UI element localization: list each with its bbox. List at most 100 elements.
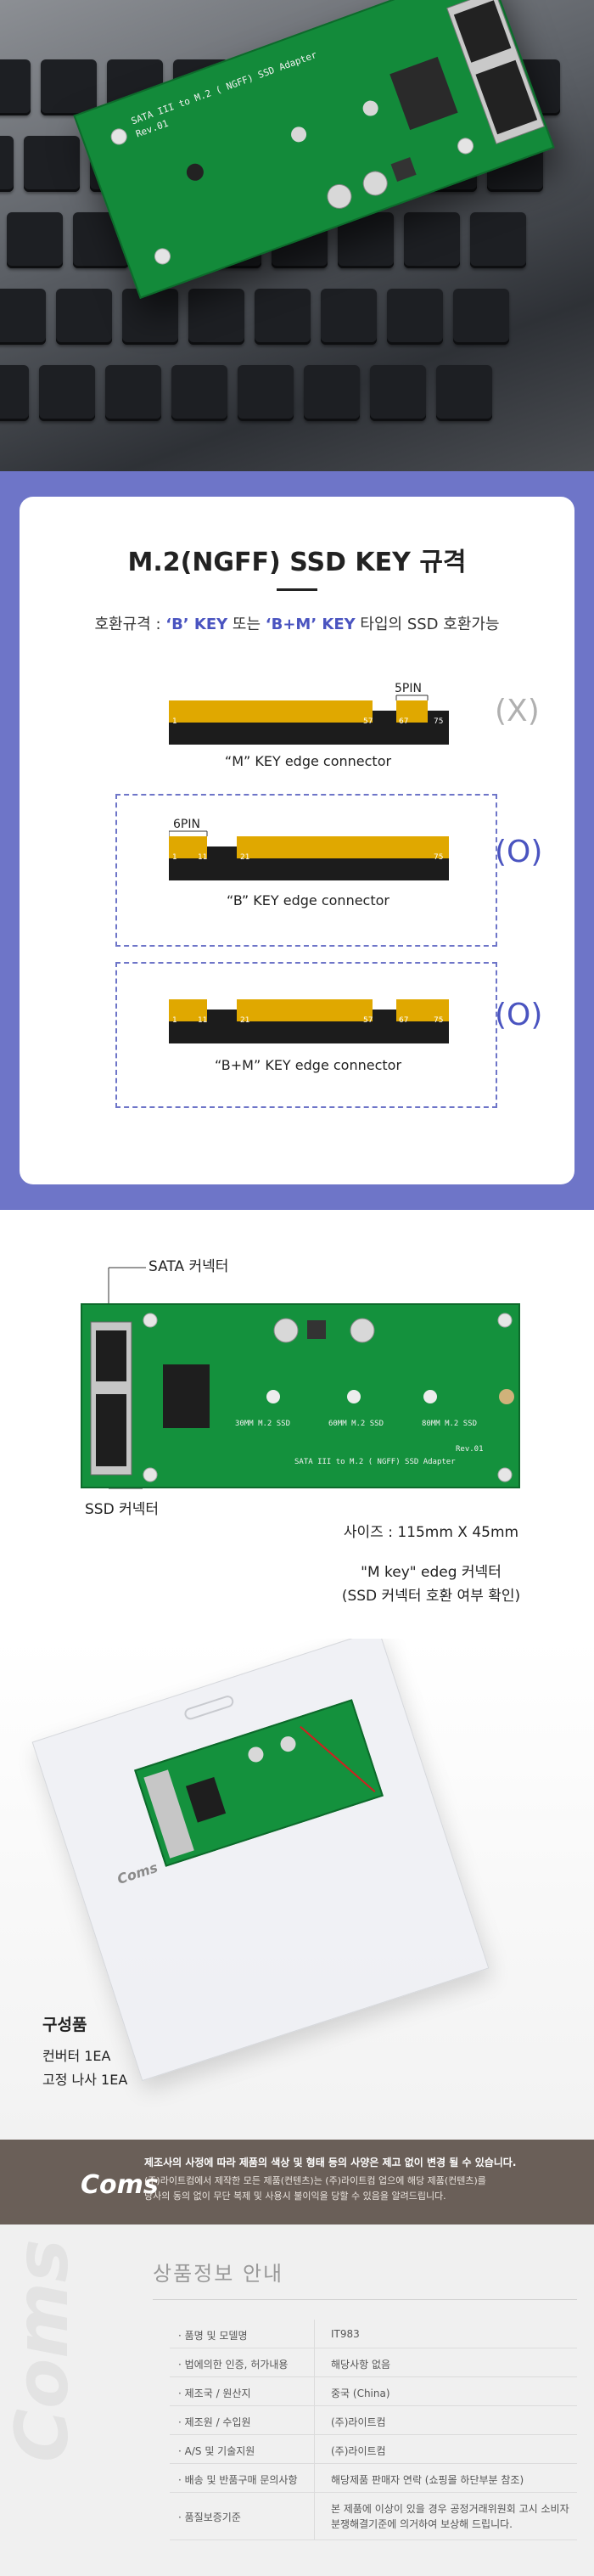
notice-line-1: 제조사의 사정에 따라 제품의 색상 및 형태 등의 사양은 제고 없이 변경 … bbox=[144, 2157, 517, 2168]
m-key-label: “M” KEY edge connector bbox=[224, 753, 392, 769]
subtitle-prefix: 호환규격 : bbox=[94, 616, 166, 633]
spec-title: M.2(NGFF) SSD KEY 규격 bbox=[127, 548, 467, 577]
keyboard-key bbox=[370, 365, 426, 421]
bm-key-connector bbox=[169, 999, 449, 1043]
info-row: · 제조국 / 원산지 중국 (China) bbox=[170, 2377, 577, 2406]
size-text: 사이즈 : 115mm X 45mm bbox=[343, 1524, 519, 1541]
product-diagram: SATA 커넥터 30MM M.2 SSD 60MM M.2 SSD 80MM … bbox=[0, 1210, 594, 1639]
info-title: 상품정보 안내 bbox=[153, 2262, 284, 2286]
row-value: 해당사항 없음 bbox=[331, 2359, 391, 2371]
board-silk-title: SATA III to M.2 ( NGFF) SSD Adapter bbox=[294, 1458, 456, 1466]
row-key: · 품명 및 모델명 bbox=[178, 2330, 248, 2342]
package-photo: Coms 구성품 컨버터 1EA 고정 나사 1EA bbox=[0, 1639, 594, 2140]
keyboard-key bbox=[171, 365, 227, 421]
sata-connector-label: SATA 커넥터 bbox=[148, 1258, 229, 1275]
b-pin-11: 11 bbox=[198, 853, 208, 862]
notice-band: Coms 제조사의 사정에 따라 제품의 색상 및 형태 등의 사양은 제고 없… bbox=[0, 2140, 594, 2224]
b-pin-1: 1 bbox=[172, 853, 177, 862]
row-divider bbox=[314, 2493, 315, 2539]
keyboard-key bbox=[188, 289, 244, 345]
m-pin-75: 75 bbox=[434, 717, 444, 726]
component-item-screw: 고정 나사 1EA bbox=[42, 2072, 128, 2088]
board-silk-30mm: 30MM M.2 SSD bbox=[235, 1420, 291, 1428]
board-silk-80mm: 80MM M.2 SSD bbox=[422, 1420, 478, 1428]
row-value: (주)라이트컴 bbox=[331, 2416, 386, 2428]
row-key: · A/S 및 기술지원 bbox=[178, 2445, 255, 2457]
board-graphic bbox=[110, 0, 545, 265]
info-row: · A/S 및 기술지원 (주)라이트컴 bbox=[170, 2435, 577, 2464]
bm-key-box bbox=[115, 962, 497, 1108]
row-key: · 제조원 / 수입원 bbox=[178, 2416, 251, 2428]
board-drawing bbox=[90, 1313, 514, 1482]
bm-pin-1: 1 bbox=[172, 1016, 177, 1025]
bm-key-verdict: (O) bbox=[495, 998, 543, 1032]
row-value: 중국 (China) bbox=[331, 2388, 390, 2399]
subtitle-suffix: 타입의 SSD 호환가능 bbox=[355, 616, 500, 633]
row-value: IT983 bbox=[331, 2328, 360, 2340]
subtitle-bm-key: ‘B+M’ KEY bbox=[265, 616, 356, 633]
bag-logo: Coms bbox=[115, 1859, 160, 1887]
row-divider bbox=[314, 2348, 315, 2376]
row-value: 해당제품 판매자 연락 (쇼핑몰 하단부분 참조) bbox=[331, 2474, 524, 2486]
ssd-connector-label: SSD 커넥터 bbox=[85, 1501, 159, 1518]
bm-pin-67: 67 bbox=[399, 1016, 409, 1025]
bm-key-label: “B+M” KEY edge connector bbox=[214, 1057, 402, 1073]
b-key-box bbox=[115, 794, 497, 947]
plastic-bag: Coms bbox=[31, 1639, 490, 2082]
keyboard-key bbox=[56, 289, 112, 345]
spec-card: M.2(NGFF) SSD KEY 규격 호환규격 : ‘B’ KEY 또는 ‘… bbox=[20, 497, 574, 1184]
keyboard-key bbox=[0, 59, 31, 115]
info-row: · 제조원 / 수입원 (주)라이트컴 bbox=[170, 2406, 577, 2435]
notice-line-2: (주)라이트컴에서 제작한 모든 제품(컨텐츠)는 (주)라이트컴 업으에 해당… bbox=[144, 2175, 486, 2186]
keyboard-key bbox=[24, 136, 80, 192]
components-title: 구성품 bbox=[42, 2016, 87, 2034]
bm-pin-75: 75 bbox=[434, 1016, 444, 1025]
row-key: · 배송 및 반품구매 문의사항 bbox=[178, 2474, 298, 2486]
title-underline bbox=[277, 588, 317, 591]
spec-subtitle: 호환규격 : ‘B’ KEY 또는 ‘B+M’ KEY 타입의 SSD 호환가능 bbox=[20, 612, 574, 634]
hero-photo: SATA III to M.2 ( NGFF) SSD Adapter Rev.… bbox=[0, 0, 594, 471]
keyboard-key bbox=[41, 59, 97, 115]
keyboard-key bbox=[453, 289, 509, 345]
bm-pin-21: 21 bbox=[240, 1016, 250, 1025]
board-silk-60mm: 60MM M.2 SSD bbox=[328, 1420, 384, 1428]
keyboard-key bbox=[304, 365, 360, 421]
notice-line-3: 당사의 동의 없이 무단 복제 및 사용시 불이익을 당할 수 있음을 알려드립… bbox=[144, 2191, 446, 2202]
bag-hang-hole bbox=[182, 1694, 236, 1722]
keyboard-key bbox=[122, 289, 178, 345]
row-divider bbox=[314, 2377, 315, 2405]
keyboard-key bbox=[0, 365, 29, 421]
keyboard-key bbox=[321, 289, 377, 345]
adapter-board-photo: SATA III to M.2 ( NGFF) SSD Adapter Rev.… bbox=[73, 0, 555, 299]
b-key-verdict: (O) bbox=[495, 835, 543, 869]
keyboard-key bbox=[39, 365, 95, 421]
bm-pin-11: 11 bbox=[198, 1016, 208, 1025]
note-line-2: (SSD 커넥터 호환 여부 확인) bbox=[341, 1588, 521, 1605]
row-key: · 제조국 / 원산지 bbox=[178, 2388, 251, 2399]
board-silk-rev: Rev.01 bbox=[456, 1445, 484, 1454]
m-key-connector bbox=[169, 695, 449, 745]
keyboard-key bbox=[0, 289, 46, 345]
keyboard-key bbox=[387, 289, 443, 345]
keyboard-key bbox=[436, 365, 492, 421]
info-row: · 품명 및 모델명 IT983 bbox=[170, 2320, 577, 2348]
m-key-pin-note: 5PIN bbox=[395, 682, 422, 695]
brand-logo: Coms bbox=[81, 2170, 159, 2200]
row-key: · 법에의한 인증, 허가내용 bbox=[178, 2359, 289, 2371]
info-row: · 배송 및 반품구매 문의사항 해당제품 판매자 연락 (쇼핑몰 하단부분 참조… bbox=[170, 2464, 577, 2493]
b-pin-75: 75 bbox=[434, 853, 444, 862]
info-row: · 법에의한 인증, 허가내용 해당사항 없음 bbox=[170, 2348, 577, 2377]
b-key-pin-note: 6PIN bbox=[173, 818, 200, 831]
row-divider bbox=[314, 2435, 315, 2463]
info-title-rule bbox=[153, 2299, 577, 2300]
row-value: (주)라이트컴 bbox=[331, 2445, 386, 2457]
keyboard-key bbox=[105, 365, 161, 421]
bm-pin-57: 57 bbox=[363, 1016, 373, 1025]
row-value: 본 제품에 이상이 있을 경우 공정거래위원회 고시 소비자분쟁해결기준에 의거… bbox=[331, 2503, 569, 2530]
row-key: · 품질보증기준 bbox=[178, 2511, 241, 2523]
keyboard-key bbox=[238, 365, 294, 421]
m-key-verdict: (X) bbox=[495, 694, 540, 728]
row-divider bbox=[314, 2406, 315, 2434]
keyboard-key bbox=[7, 212, 63, 268]
